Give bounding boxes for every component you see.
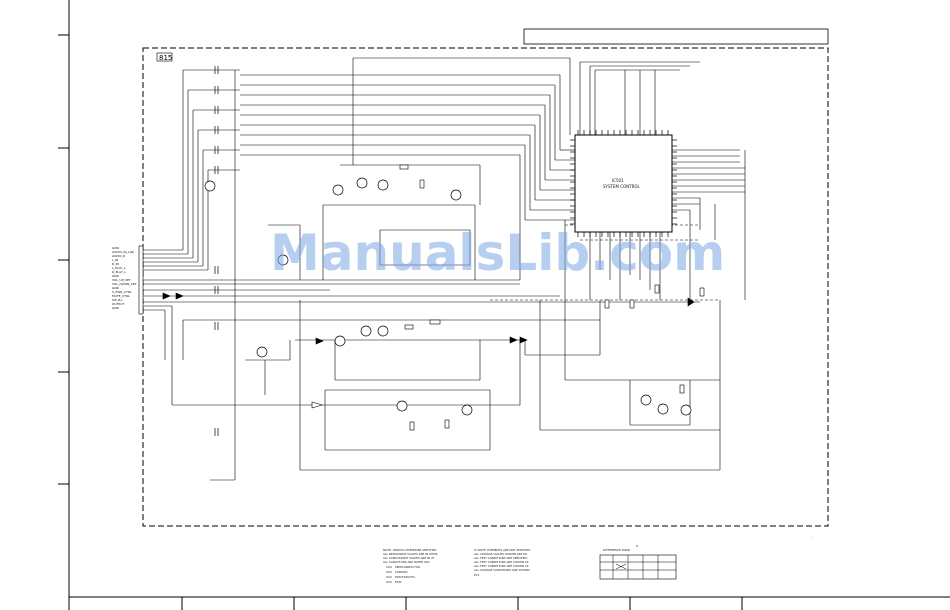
- main-ic-ref: IC501: [612, 178, 624, 183]
- corner-mark: -: [812, 535, 813, 539]
- capacitor-column: [214, 66, 219, 436]
- note-line: IC NOTE: ELEMENTS ARE NOT SERVICED: [474, 548, 530, 552]
- note-line: NOTE: UNLESS OTHERWISE SPECIFIED: [383, 548, 437, 552]
- input-connector: [138, 245, 144, 315]
- connector-pin-label: VOL_UP_SET: [112, 278, 131, 282]
- main-ic-part: SYSTEM CONTROL: [603, 184, 641, 189]
- connector-pin-label: AUDIO_R: [112, 254, 125, 258]
- difference-table: DIFFERENCE TABLE O: [599, 544, 677, 580]
- note-line: ALL CAPACITANCE VALUES ARE IN uF: [383, 556, 435, 560]
- connector-pin-label: V_PWR_CTRL: [112, 290, 132, 294]
- note-line: ALL TEST CONDITIONS ARE SHOWN AS: [474, 564, 529, 568]
- watermark: ManualsLib.com: [270, 224, 725, 282]
- notes-left: NOTE: UNLESS OTHERWISE SPECIFIED ALL RES…: [383, 548, 438, 584]
- note-line: ALL VOLTAGE VALUES SHOWN ARE DC: [474, 552, 527, 556]
- note-line: ALL TEST CONDITIONS ARE SHOWN AS: [474, 560, 529, 564]
- connector-pin-label: GND: [112, 306, 120, 310]
- resistor-blocks: [399, 164, 705, 431]
- section-tag: 815: [159, 54, 172, 62]
- table-title: DIFFERENCE TABLE: [603, 548, 630, 552]
- main-ic-body: [574, 134, 673, 233]
- table-frame: [599, 554, 677, 580]
- note-line: ALL TEST CONDITIONS ARE SPECIFIED: [474, 556, 527, 560]
- connector-pin-label: VOL_DOWN_SET: [112, 282, 137, 286]
- note-line: ALL RESISTANCE VALUES ARE IN OHMS: [383, 552, 438, 556]
- connector-pin-label: MUTE_CTRL: [112, 294, 130, 298]
- title-box: [523, 28, 829, 45]
- note-line: CERAMIC: [395, 570, 408, 574]
- connector-pin-label: OUTPUT: [112, 302, 124, 306]
- table-marker: O: [636, 544, 639, 548]
- note-line: ALL VOLTAGE CONDITIONS ARE SHOWN: [474, 568, 530, 572]
- connector-pin-labels: GND AUDIO_IN_L(R) AUDIO_R L_IN R_IN L_PL…: [112, 246, 137, 310]
- connector-pin-label: R_IN: [112, 262, 119, 266]
- connector-pin-label: GND: [112, 246, 120, 250]
- transistors: [204, 177, 692, 416]
- board-outline: [142, 47, 829, 527]
- connector-pin-label: L_IN: [112, 258, 118, 262]
- connector-pin-label: L_PLAY_L: [112, 266, 126, 270]
- connector-pin-label: AUDIO_IN_L(R): [112, 250, 134, 254]
- connector-pin-label: SW_B+: [112, 298, 123, 302]
- notes-legend-symbols: [386, 566, 392, 583]
- page-ref: E13: [474, 573, 480, 577]
- main-ic-pins: [570, 130, 677, 237]
- connector-pin-label: R_PLAY_L: [112, 270, 126, 274]
- signal-arrows: [162, 292, 695, 345]
- sheet-frame: [58, 0, 950, 610]
- section-tag-box: [156, 52, 173, 62]
- hollow-arrows: [311, 401, 324, 409]
- note-line: ALL CAPACITORS ARE RATED 50V: [383, 560, 430, 564]
- wiring: [143, 57, 746, 481]
- note-line: SEMICONDUCTOR: [395, 565, 420, 569]
- notes-right: IC NOTE: ELEMENTS ARE NOT SERVICED ALL V…: [474, 548, 530, 577]
- note-line: ELECTROLYTIC: [395, 575, 415, 579]
- connector-pin-label: GND: [112, 286, 120, 290]
- connector-pin-label: GND: [112, 274, 120, 278]
- note-line: FILM: [395, 580, 402, 584]
